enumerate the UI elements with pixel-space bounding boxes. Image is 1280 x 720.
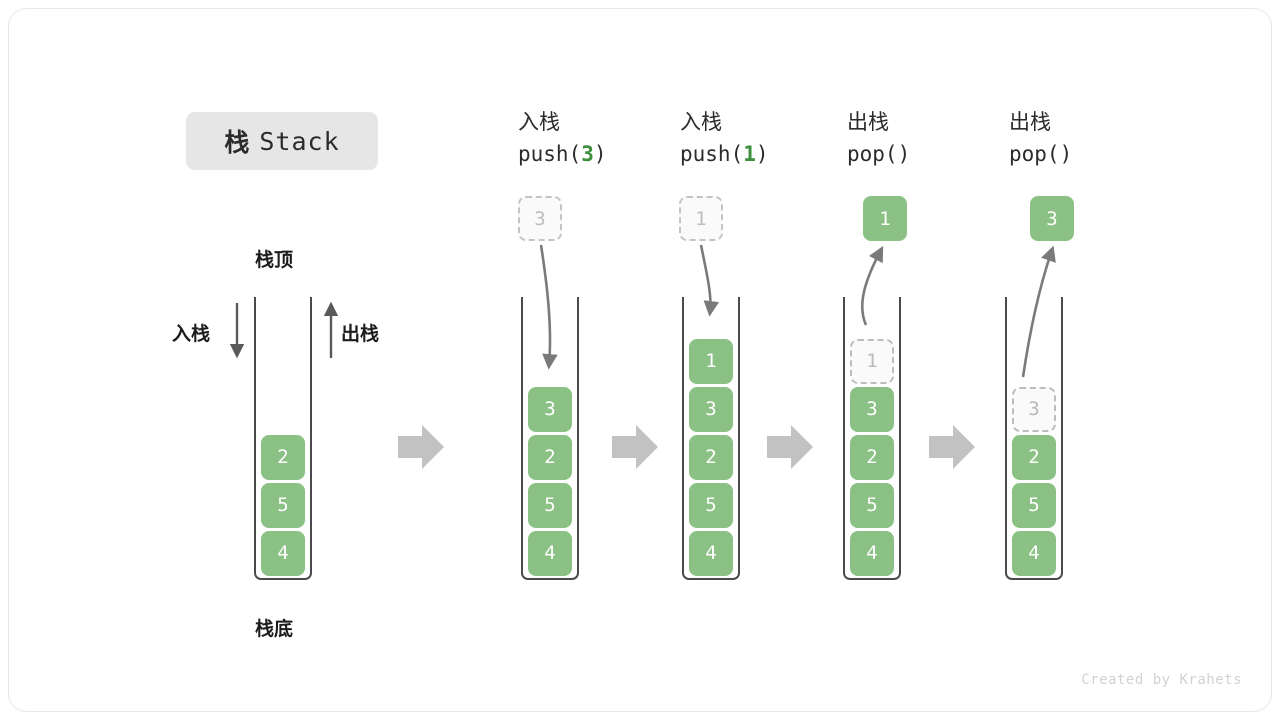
- stack-container-after-push-3: 4 5 2 3: [521, 297, 579, 580]
- stack-cells-after-push-1: 4 5 2 3 1: [682, 337, 740, 577]
- stack-cell-vacated: 1: [850, 338, 894, 384]
- push-source-box-1: 1: [679, 196, 723, 241]
- operation-caption-pop-1: 出栈 pop(): [847, 108, 910, 170]
- popped-value-3: 3: [1046, 207, 1058, 230]
- operation-caption-pop-3: 出栈 pop(): [1009, 108, 1072, 170]
- stack-cell: 1: [689, 338, 733, 384]
- operation-caption-push-1: 入栈 push(1): [680, 108, 769, 170]
- title-cn: 栈: [224, 129, 251, 157]
- stack-cells-initial: 4 5 2: [254, 433, 312, 577]
- stack-cell: 5: [850, 482, 894, 528]
- stack-cell: 2: [261, 434, 305, 480]
- code-prefix-2: pop(: [847, 142, 898, 166]
- stack-cell: 5: [261, 482, 305, 528]
- diagram-title: 栈 Stack: [186, 112, 378, 170]
- code-suffix-0: ): [593, 142, 607, 166]
- stack-cell: 4: [689, 530, 733, 576]
- stack-cell: 3: [689, 386, 733, 432]
- code-suffix-3: ): [1059, 142, 1073, 166]
- operation-caption-push-3: 入栈 push(3): [518, 108, 607, 170]
- operation-code-1: push(1): [680, 138, 769, 170]
- stack-cell: 5: [1012, 482, 1056, 528]
- stack-container-after-pop-3: 4 5 2 3: [1005, 297, 1063, 580]
- stack-cell: 2: [1012, 434, 1056, 480]
- transition-arrow-icon: [398, 425, 444, 469]
- code-arg-1: 1: [743, 142, 756, 166]
- stack-cells-after-pop-1: 4 5 2 3 1: [843, 337, 901, 577]
- stack-bottom-label: 栈底: [255, 619, 294, 640]
- popped-box-3: 3: [1030, 196, 1074, 241]
- code-prefix-1: push(: [680, 142, 744, 166]
- stack-wall: [843, 297, 901, 580]
- stack-cells-after-push-3: 4 5 2 3: [521, 385, 579, 577]
- push-direction-label: 入栈: [172, 324, 211, 345]
- operation-cn-1: 入栈: [680, 111, 722, 134]
- operation-code-3: pop(): [1009, 138, 1072, 170]
- code-prefix-0: push(: [518, 142, 582, 166]
- popped-value-1: 1: [879, 207, 891, 230]
- transition-arrow-icon: [929, 425, 975, 469]
- title-en: Stack: [259, 126, 340, 156]
- stack-cell: 2: [689, 434, 733, 480]
- stack-cell: 4: [261, 530, 305, 576]
- operation-cn-3: 出栈: [1009, 111, 1051, 134]
- pop-direction-label: 出栈: [341, 324, 380, 345]
- popped-box-1: 1: [863, 196, 907, 241]
- stack-cell: 3: [528, 386, 572, 432]
- stack-top-label: 栈顶: [255, 250, 294, 271]
- stack-wall: [521, 297, 579, 580]
- operation-cn-0: 入栈: [518, 111, 560, 134]
- stack-wall: [682, 297, 740, 580]
- code-arg-0: 3: [581, 142, 594, 166]
- stack-cell: 4: [528, 530, 572, 576]
- stack-container-initial: 4 5 2: [254, 297, 312, 580]
- push-source-value-1: 1: [695, 207, 707, 230]
- stack-cell-vacated: 3: [1012, 386, 1056, 432]
- stack-cell: 4: [1012, 530, 1056, 576]
- footer-credit: Created by Krahets: [1081, 672, 1242, 688]
- stack-cells-after-pop-3: 4 5 2 3: [1005, 385, 1063, 577]
- stack-cell: 5: [528, 482, 572, 528]
- code-prefix-3: pop(: [1009, 142, 1060, 166]
- stack-cell: 5: [689, 482, 733, 528]
- stack-wall: [1005, 297, 1063, 580]
- stack-cell: 2: [850, 434, 894, 480]
- stack-cell: 2: [528, 434, 572, 480]
- transition-arrow-icon: [767, 425, 813, 469]
- stack-cell: 4: [850, 530, 894, 576]
- operation-cn-2: 出栈: [847, 111, 889, 134]
- push-source-box-3: 3: [518, 196, 562, 241]
- stack-container-after-pop-1: 4 5 2 3 1: [843, 297, 901, 580]
- code-suffix-2: ): [897, 142, 911, 166]
- stack-wall: [254, 297, 312, 580]
- code-suffix-1: ): [755, 142, 769, 166]
- stack-cell: 3: [850, 386, 894, 432]
- push-source-value-3: 3: [534, 207, 546, 230]
- operation-code-0: push(3): [518, 138, 607, 170]
- stack-container-after-push-1: 4 5 2 3 1: [682, 297, 740, 580]
- transition-arrow-icon: [612, 425, 658, 469]
- operation-code-2: pop(): [847, 138, 910, 170]
